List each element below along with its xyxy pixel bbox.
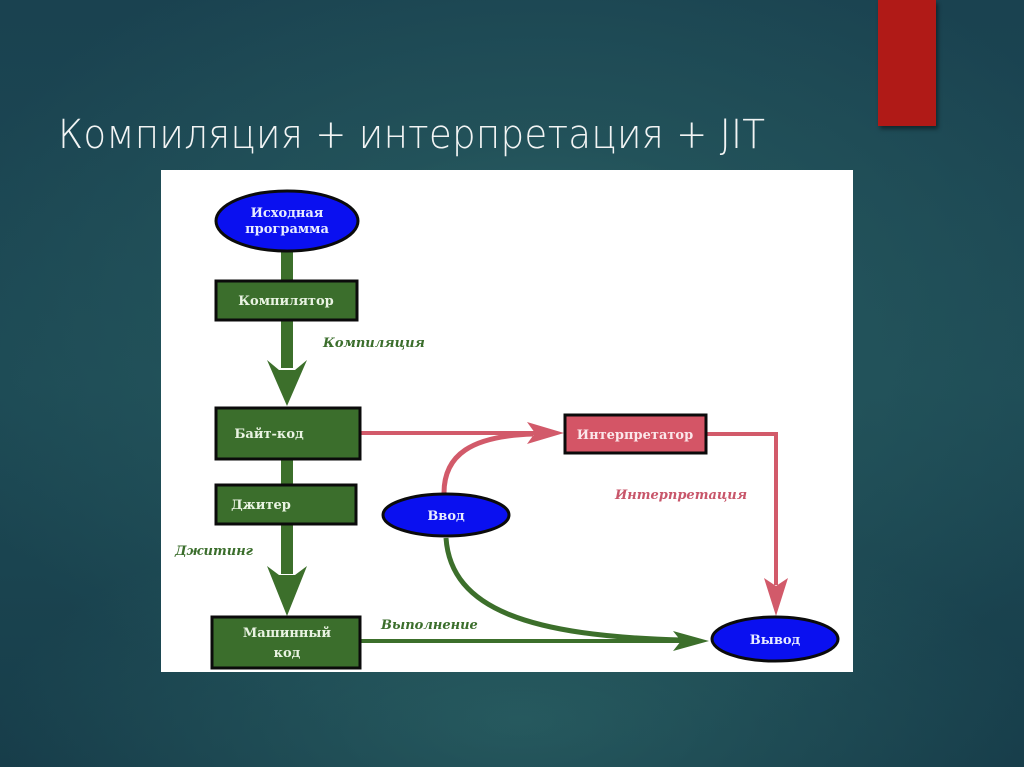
node-interpreter: Интерпретатор bbox=[563, 413, 708, 455]
node-source-label-line2: программа bbox=[245, 222, 329, 237]
node-compiler-label: Компилятор bbox=[238, 294, 334, 309]
edge-input-to-output bbox=[443, 537, 682, 643]
node-machine-code-label-line2: код bbox=[274, 646, 301, 661]
node-machine-code: Машинный код bbox=[210, 615, 362, 670]
node-output-label: Вывод bbox=[750, 633, 801, 648]
edge-compilation bbox=[267, 320, 307, 406]
node-jitter: Джитер bbox=[214, 483, 358, 526]
node-input-label: Ввод bbox=[427, 509, 465, 524]
arrowhead-right-icon bbox=[673, 631, 709, 651]
node-bytecode: Байт-код bbox=[214, 406, 362, 461]
node-machine-code-label-line1: Машинный bbox=[243, 626, 331, 641]
diagram-panel: Исходная программа Компилятор Байт-код Д… bbox=[161, 170, 853, 672]
arrowhead-right-icon bbox=[527, 422, 564, 444]
accent-bar bbox=[878, 0, 936, 126]
flow-diagram: Исходная программа Компилятор Байт-код Д… bbox=[174, 189, 840, 670]
edge-execution bbox=[360, 631, 709, 651]
edge-label-execution: Выполнение bbox=[380, 618, 478, 633]
arrowhead-down-icon bbox=[267, 360, 307, 406]
slide-title: Компиляция + интерпретация + JIT bbox=[58, 112, 766, 158]
node-source-label-line1: Исходная bbox=[251, 206, 324, 221]
edge-interpretation bbox=[706, 432, 788, 616]
node-interpreter-label: Интерпретатор bbox=[577, 428, 693, 443]
edge-label-compilation: Компиляция bbox=[322, 336, 425, 351]
node-source-program: Исходная программа bbox=[214, 189, 360, 253]
arrowhead-down-icon bbox=[764, 578, 788, 616]
node-output: Вывод bbox=[710, 615, 840, 663]
edge-source-to-compiler bbox=[281, 250, 293, 282]
arrowhead-down-icon bbox=[267, 566, 307, 616]
edge-bytecode-to-jitter bbox=[281, 459, 293, 485]
edge-label-jitting: Джитинг bbox=[174, 544, 254, 559]
node-compiler: Компилятор bbox=[214, 279, 359, 322]
node-input: Ввод bbox=[381, 492, 511, 538]
node-jitter-label: Джитер bbox=[231, 498, 291, 513]
edge-input-to-interpreter bbox=[441, 431, 534, 494]
edge-label-interpretation: Интерпретация bbox=[614, 488, 747, 503]
edge-bytecode-to-interpreter bbox=[360, 422, 564, 444]
edge-jitting bbox=[267, 524, 307, 616]
node-bytecode-label: Байт-код bbox=[234, 427, 304, 442]
